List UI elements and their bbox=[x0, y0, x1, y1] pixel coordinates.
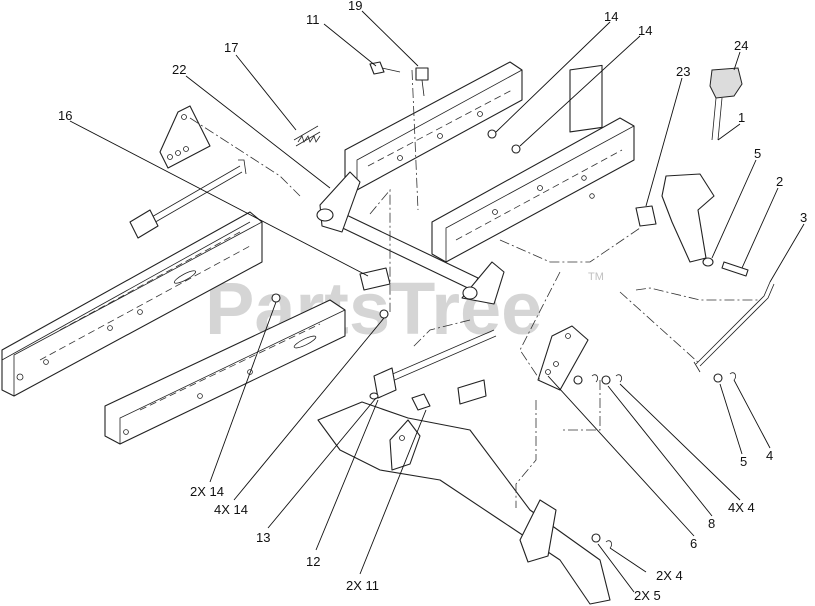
left-adjust-rod bbox=[129, 159, 247, 239]
spring bbox=[293, 125, 321, 147]
callout-3: 3 bbox=[800, 210, 807, 225]
callout-24: 24 bbox=[734, 38, 748, 53]
callout-4x14: 4X 14 bbox=[214, 502, 248, 517]
lower-bracket bbox=[317, 401, 611, 605]
left-frame-rail bbox=[1, 211, 263, 397]
callout-13: 13 bbox=[256, 530, 270, 545]
upper-frame-rail bbox=[344, 61, 523, 191]
shift-lever-assembly bbox=[635, 67, 749, 277]
callout-16: 16 bbox=[58, 108, 72, 123]
lower-link-rod bbox=[369, 329, 497, 411]
callout-17: 17 bbox=[224, 40, 238, 55]
callout-6: 6 bbox=[690, 536, 697, 551]
callout-5-upper: 5 bbox=[754, 146, 761, 161]
callout-4x4: 4X 4 bbox=[728, 500, 755, 515]
right-lower-bracket bbox=[537, 325, 589, 391]
hardware-small bbox=[271, 129, 521, 405]
callout-2x11: 2X 11 bbox=[346, 578, 379, 593]
lift-arm-plate bbox=[159, 105, 211, 169]
callout-11: 11 bbox=[306, 12, 320, 27]
callout-labels: 19 11 17 22 16 14 14 24 23 1 5 2 3 4 5 4… bbox=[58, 0, 807, 603]
cross-shaft bbox=[316, 171, 505, 305]
callout-8: 8 bbox=[708, 516, 715, 531]
callout-19: 19 bbox=[348, 0, 362, 13]
callout-4: 4 bbox=[766, 448, 773, 463]
callout-2x14: 2X 14 bbox=[190, 484, 224, 499]
right-frame-rail bbox=[431, 64, 635, 263]
center-frame-rail bbox=[104, 299, 346, 445]
callout-2: 2 bbox=[776, 174, 783, 189]
callout-23: 23 bbox=[676, 64, 690, 79]
alignment-lines bbox=[189, 69, 760, 508]
callout-5-lower: 5 bbox=[740, 454, 747, 469]
right-link-rod bbox=[693, 281, 775, 373]
callout-2x5: 2X 5 bbox=[634, 588, 661, 603]
washers-and-clips bbox=[573, 372, 737, 549]
callout-22: 22 bbox=[172, 62, 186, 77]
callout-2x4: 2X 4 bbox=[656, 568, 683, 583]
watermark-trademark: TM bbox=[588, 271, 604, 283]
callout-12: 12 bbox=[306, 554, 320, 569]
callout-14-upper: 14 bbox=[604, 9, 618, 24]
callout-1: 1 bbox=[738, 110, 745, 125]
leader-lines bbox=[69, 10, 805, 593]
bolt-and-pin bbox=[369, 61, 429, 97]
callout-14-lower: 14 bbox=[638, 23, 652, 38]
